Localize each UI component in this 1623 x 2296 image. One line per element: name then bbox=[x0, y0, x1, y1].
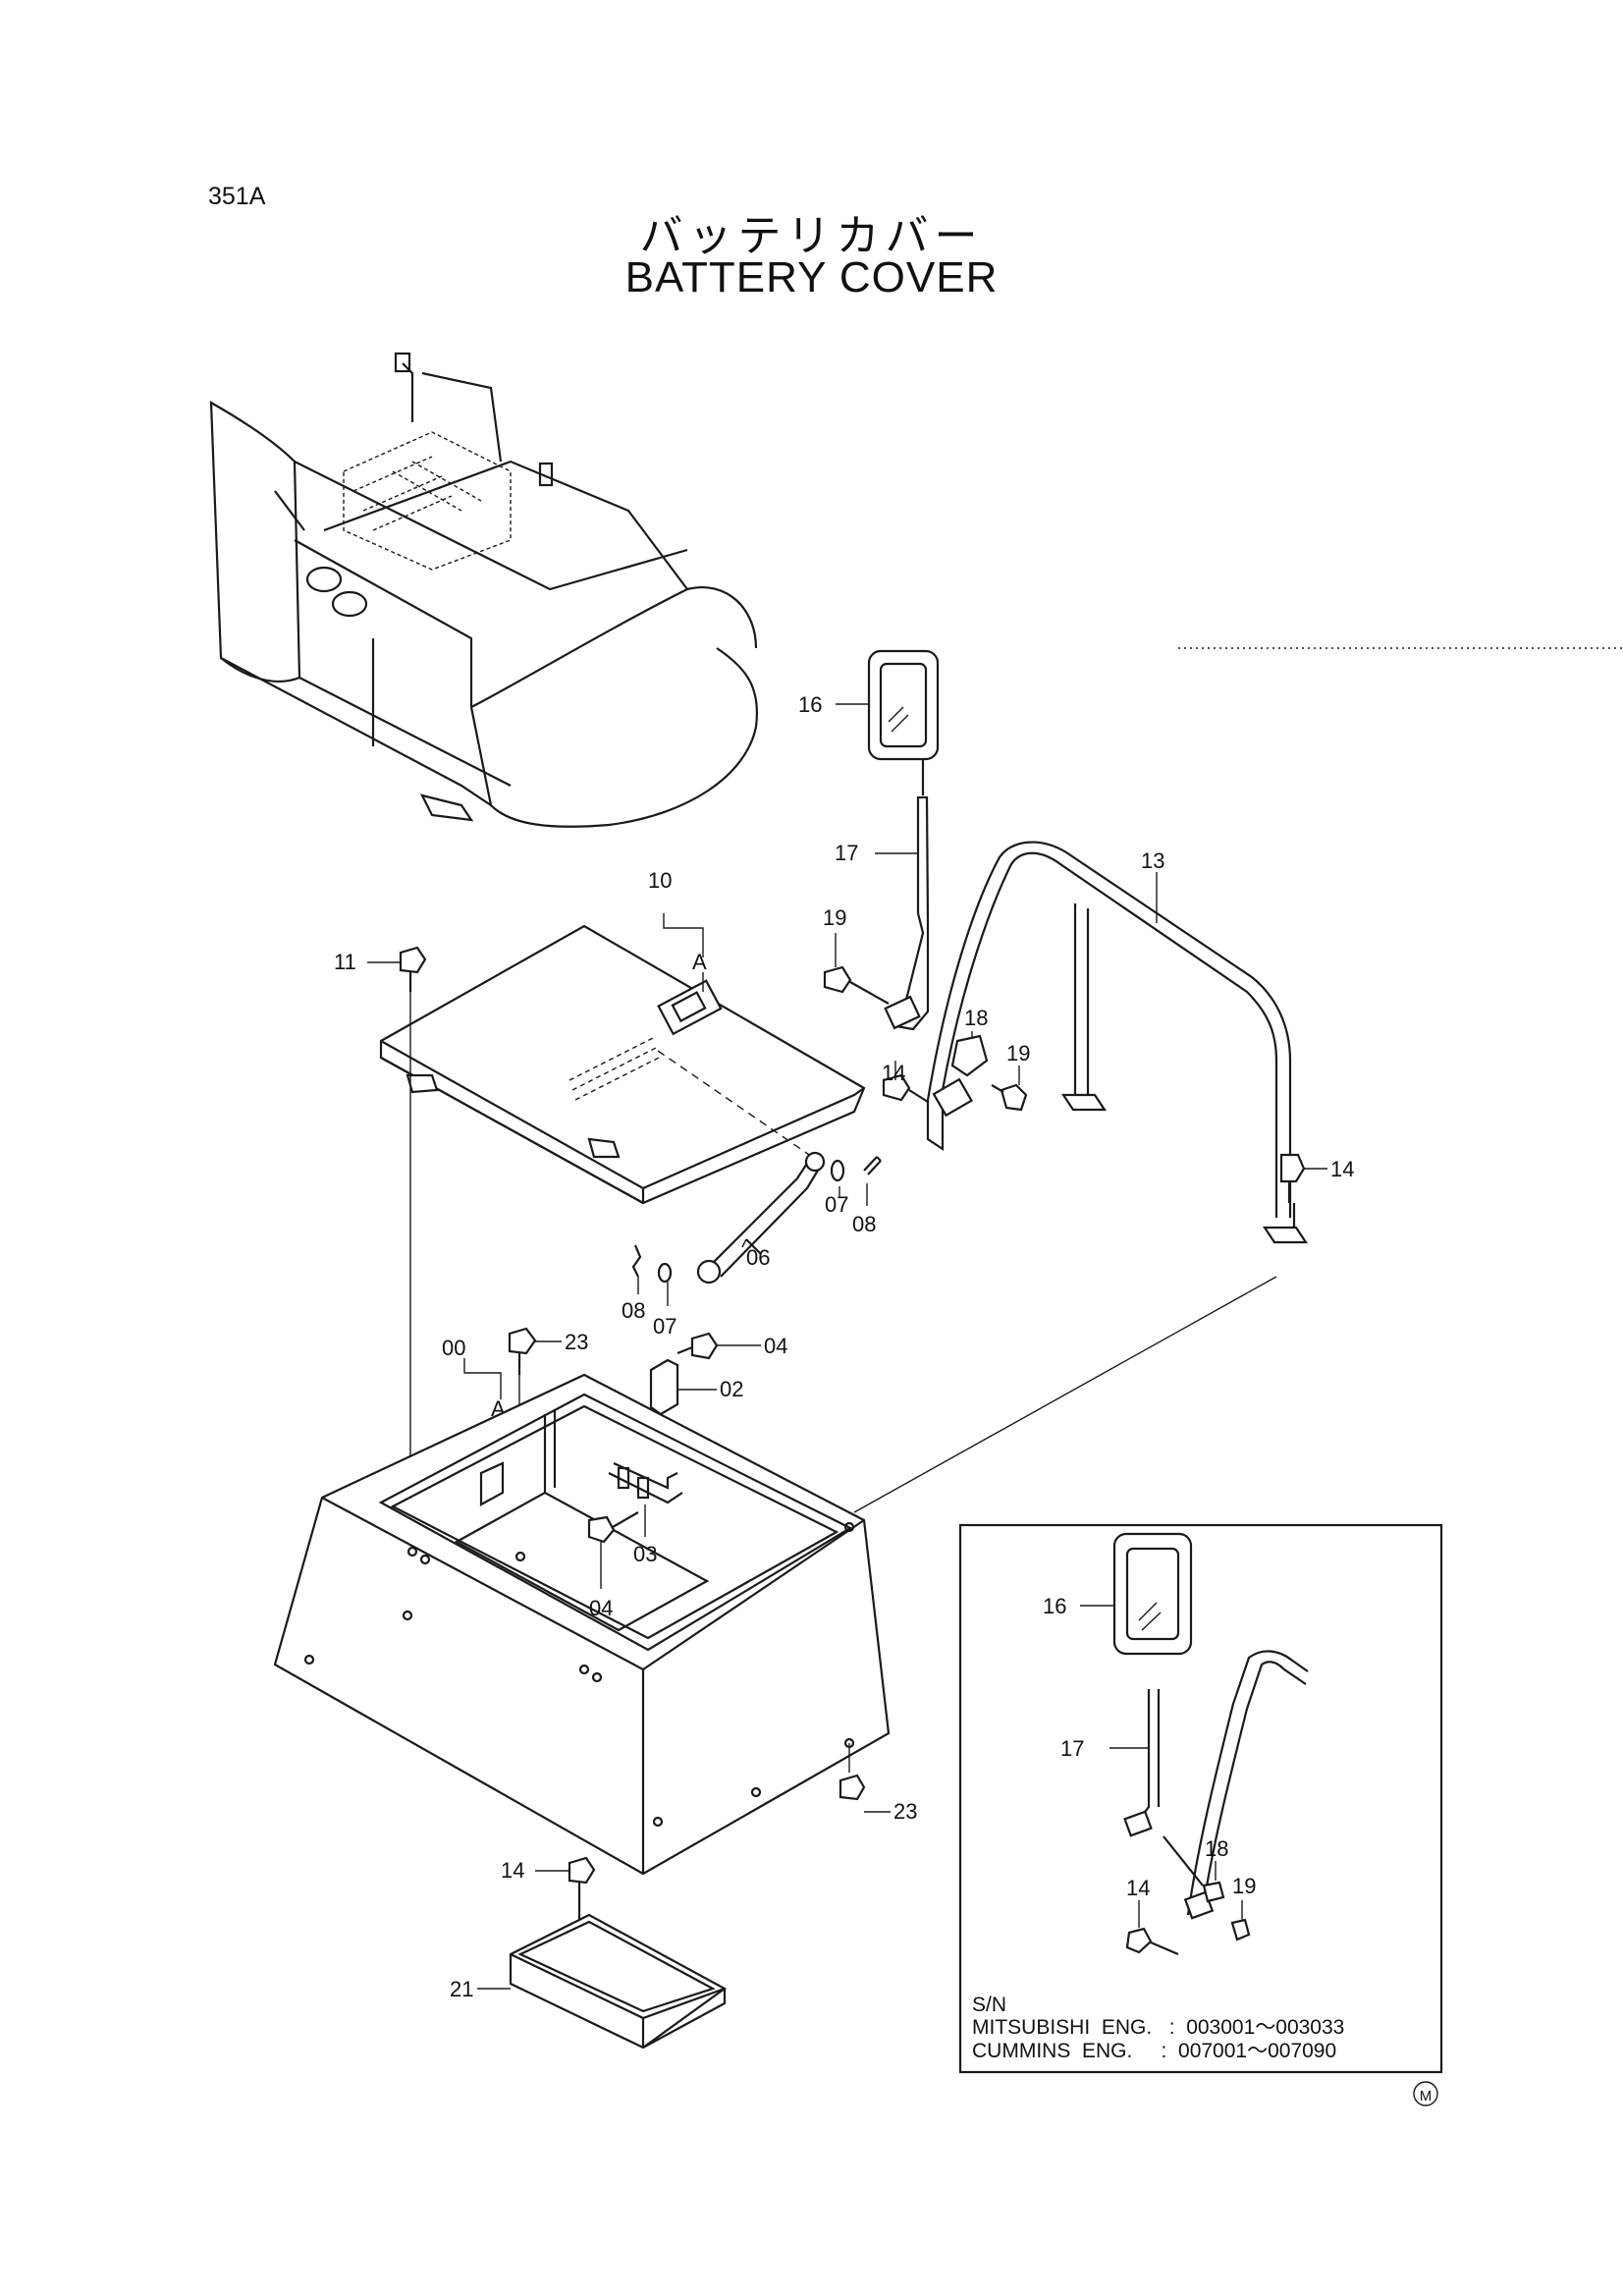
battery-tray bbox=[509, 1913, 728, 2050]
battery-box bbox=[273, 1373, 891, 1876]
callout-06: 06 bbox=[746, 1245, 770, 1270]
washer-07b bbox=[657, 1262, 673, 1284]
washer-07a bbox=[830, 1159, 845, 1182]
sn-label: S/N bbox=[972, 1994, 1006, 2016]
callout-07a: 07 bbox=[825, 1192, 848, 1217]
inset-mirror bbox=[1112, 1532, 1193, 1656]
bolt-19a bbox=[823, 965, 890, 1005]
callout-19a: 19 bbox=[823, 905, 846, 930]
callout-13: 13 bbox=[1141, 848, 1164, 873]
page-code: 351A bbox=[208, 183, 266, 210]
inset-callout-19: 19 bbox=[1232, 1874, 1256, 1898]
callout-08a: 08 bbox=[852, 1212, 876, 1236]
guard-rail bbox=[926, 841, 1309, 1244]
callout-08b: 08 bbox=[622, 1298, 645, 1323]
inset-callout-18: 18 bbox=[1205, 1836, 1228, 1861]
callout-03: 03 bbox=[633, 1542, 657, 1566]
inset-bolt-14 bbox=[1125, 1927, 1179, 1956]
callout-17: 17 bbox=[835, 841, 858, 865]
callout-04b: 04 bbox=[589, 1596, 613, 1620]
inset-rail bbox=[1183, 1650, 1309, 1920]
bolt-14b bbox=[1279, 1153, 1306, 1203]
bolt-23a bbox=[508, 1327, 537, 1375]
sn-row-cummins: CUMMINS ENG. : 007001～007090 bbox=[972, 2040, 1336, 2062]
callout-23a: 23 bbox=[565, 1330, 588, 1354]
callout-07b: 07 bbox=[653, 1314, 676, 1339]
callout-18: 18 bbox=[964, 1006, 988, 1030]
battery-cover-lid bbox=[379, 924, 866, 1205]
bolt-04b bbox=[587, 1511, 639, 1544]
callout-21: 21 bbox=[450, 1977, 473, 2001]
cap-18 bbox=[950, 1034, 989, 1077]
title-japanese: バッテリカバー bbox=[639, 211, 984, 261]
inset-cap bbox=[1202, 1881, 1225, 1903]
bracket-03 bbox=[608, 1466, 683, 1504]
bolt-04a bbox=[676, 1332, 719, 1360]
gas-spring bbox=[696, 1151, 826, 1285]
pin-08b bbox=[631, 1244, 642, 1278]
inset-callout-17: 17 bbox=[1060, 1736, 1084, 1761]
mirror bbox=[867, 649, 940, 795]
callout-23b: 23 bbox=[893, 1799, 917, 1824]
mark-letter: M bbox=[1420, 2088, 1433, 2105]
callout-14a: 14 bbox=[882, 1061, 905, 1085]
callout-A-lid: A bbox=[692, 950, 707, 974]
mirror-stay bbox=[884, 795, 930, 1031]
bolt-23b bbox=[839, 1774, 866, 1801]
inset-callout-14: 14 bbox=[1126, 1876, 1150, 1900]
sn-row-mitsubishi: MITSUBISHI ENG. : 003001～003033 bbox=[972, 2016, 1344, 2039]
callout-10: 10 bbox=[648, 868, 672, 893]
bracket-02 bbox=[649, 1358, 679, 1416]
inset-bolt-19 bbox=[1230, 1918, 1251, 1941]
callout-11: 11 bbox=[334, 950, 356, 974]
callout-14c: 14 bbox=[501, 1858, 524, 1883]
callout-14b: 14 bbox=[1330, 1157, 1354, 1181]
callout-04a: 04 bbox=[764, 1334, 787, 1358]
bolt-11 bbox=[399, 946, 427, 992]
bolt-14a bbox=[882, 1073, 929, 1103]
pin-08a bbox=[863, 1156, 882, 1175]
bolt-19b bbox=[991, 1083, 1028, 1112]
inset-variant: 16 17 18 19 14 S/N MITSUBISHI E bbox=[958, 1523, 1443, 2074]
inset-stay bbox=[1123, 1689, 1161, 1837]
callout-16: 16 bbox=[798, 692, 822, 717]
callout-00: 00 bbox=[442, 1336, 465, 1360]
callout-19b: 19 bbox=[1006, 1041, 1030, 1066]
publisher-mark: M bbox=[1413, 2081, 1438, 2106]
callout-02: 02 bbox=[720, 1377, 743, 1401]
title-english: BATTERY COVER bbox=[624, 253, 999, 301]
machine-overview bbox=[209, 352, 758, 828]
inset-callout-16: 16 bbox=[1043, 1594, 1066, 1618]
